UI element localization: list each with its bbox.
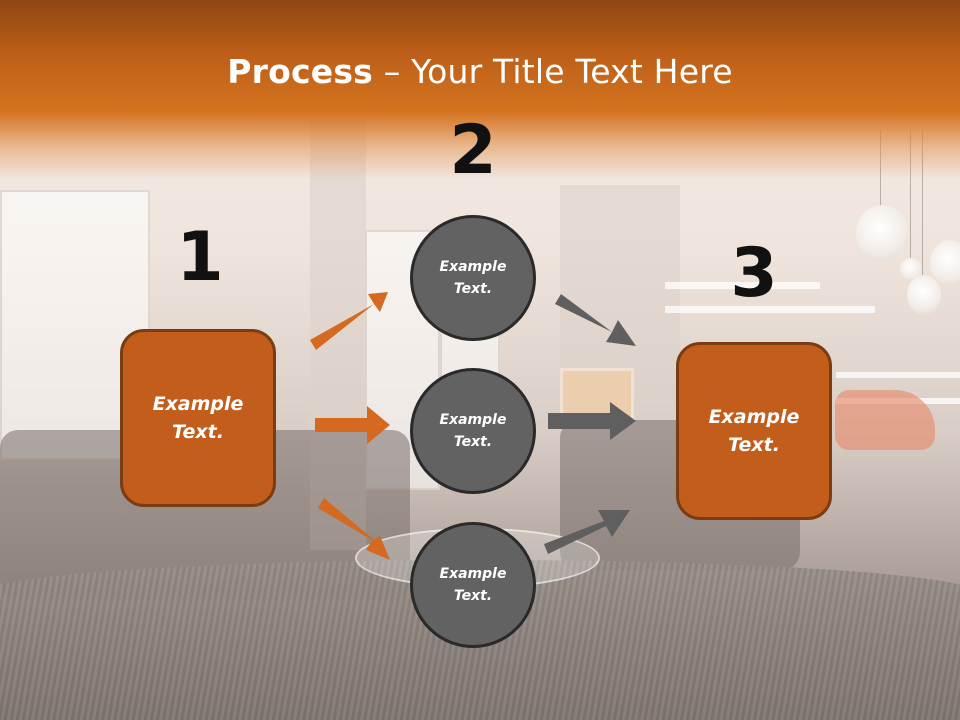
background-shelf <box>665 306 875 313</box>
arrow-down-right-grey <box>555 294 636 346</box>
step-3-text: Example Text. <box>708 405 800 457</box>
background-shelf <box>836 372 960 378</box>
step-2-circle-bottom[interactable]: Example Text. <box>410 522 536 648</box>
background-lamp-cord <box>922 130 923 280</box>
arrow-right-orange <box>315 406 390 444</box>
title-bar <box>0 0 960 180</box>
background-lamp <box>856 205 908 261</box>
title-bold: Process <box>227 52 374 91</box>
title-rest: – Your Title Text Here <box>373 52 733 91</box>
step-1-text: Example Text. <box>152 392 244 444</box>
step-1-box[interactable]: Example Text. <box>120 329 276 507</box>
step-2-circle-middle[interactable]: Example Text. <box>410 368 536 494</box>
arrow-up-right-orange <box>310 292 388 350</box>
background-shelf <box>665 282 820 289</box>
circle-middle-text: Example Text. <box>439 411 507 450</box>
background-lamp <box>907 275 941 315</box>
slide-title: Process – Your Title Text Here <box>0 52 960 91</box>
background-lamp <box>930 240 960 286</box>
background-chair <box>835 390 935 450</box>
step-number-1: 1 <box>176 218 224 297</box>
circle-bottom-text: Example Text. <box>439 565 507 604</box>
background-wall <box>560 185 680 395</box>
step-2-circle-top[interactable]: Example Text. <box>410 215 536 341</box>
background-lamp <box>900 258 922 280</box>
arrow-down-right-orange <box>318 498 390 560</box>
step-3-box[interactable]: Example Text. <box>676 342 832 520</box>
arrow-up-right-grey <box>544 510 630 554</box>
arrow-right-grey <box>548 402 636 440</box>
step-number-2: 2 <box>449 111 497 190</box>
circle-top-text: Example Text. <box>439 258 507 297</box>
background-lamp-cord <box>910 130 911 260</box>
step-number-3: 3 <box>730 234 778 313</box>
